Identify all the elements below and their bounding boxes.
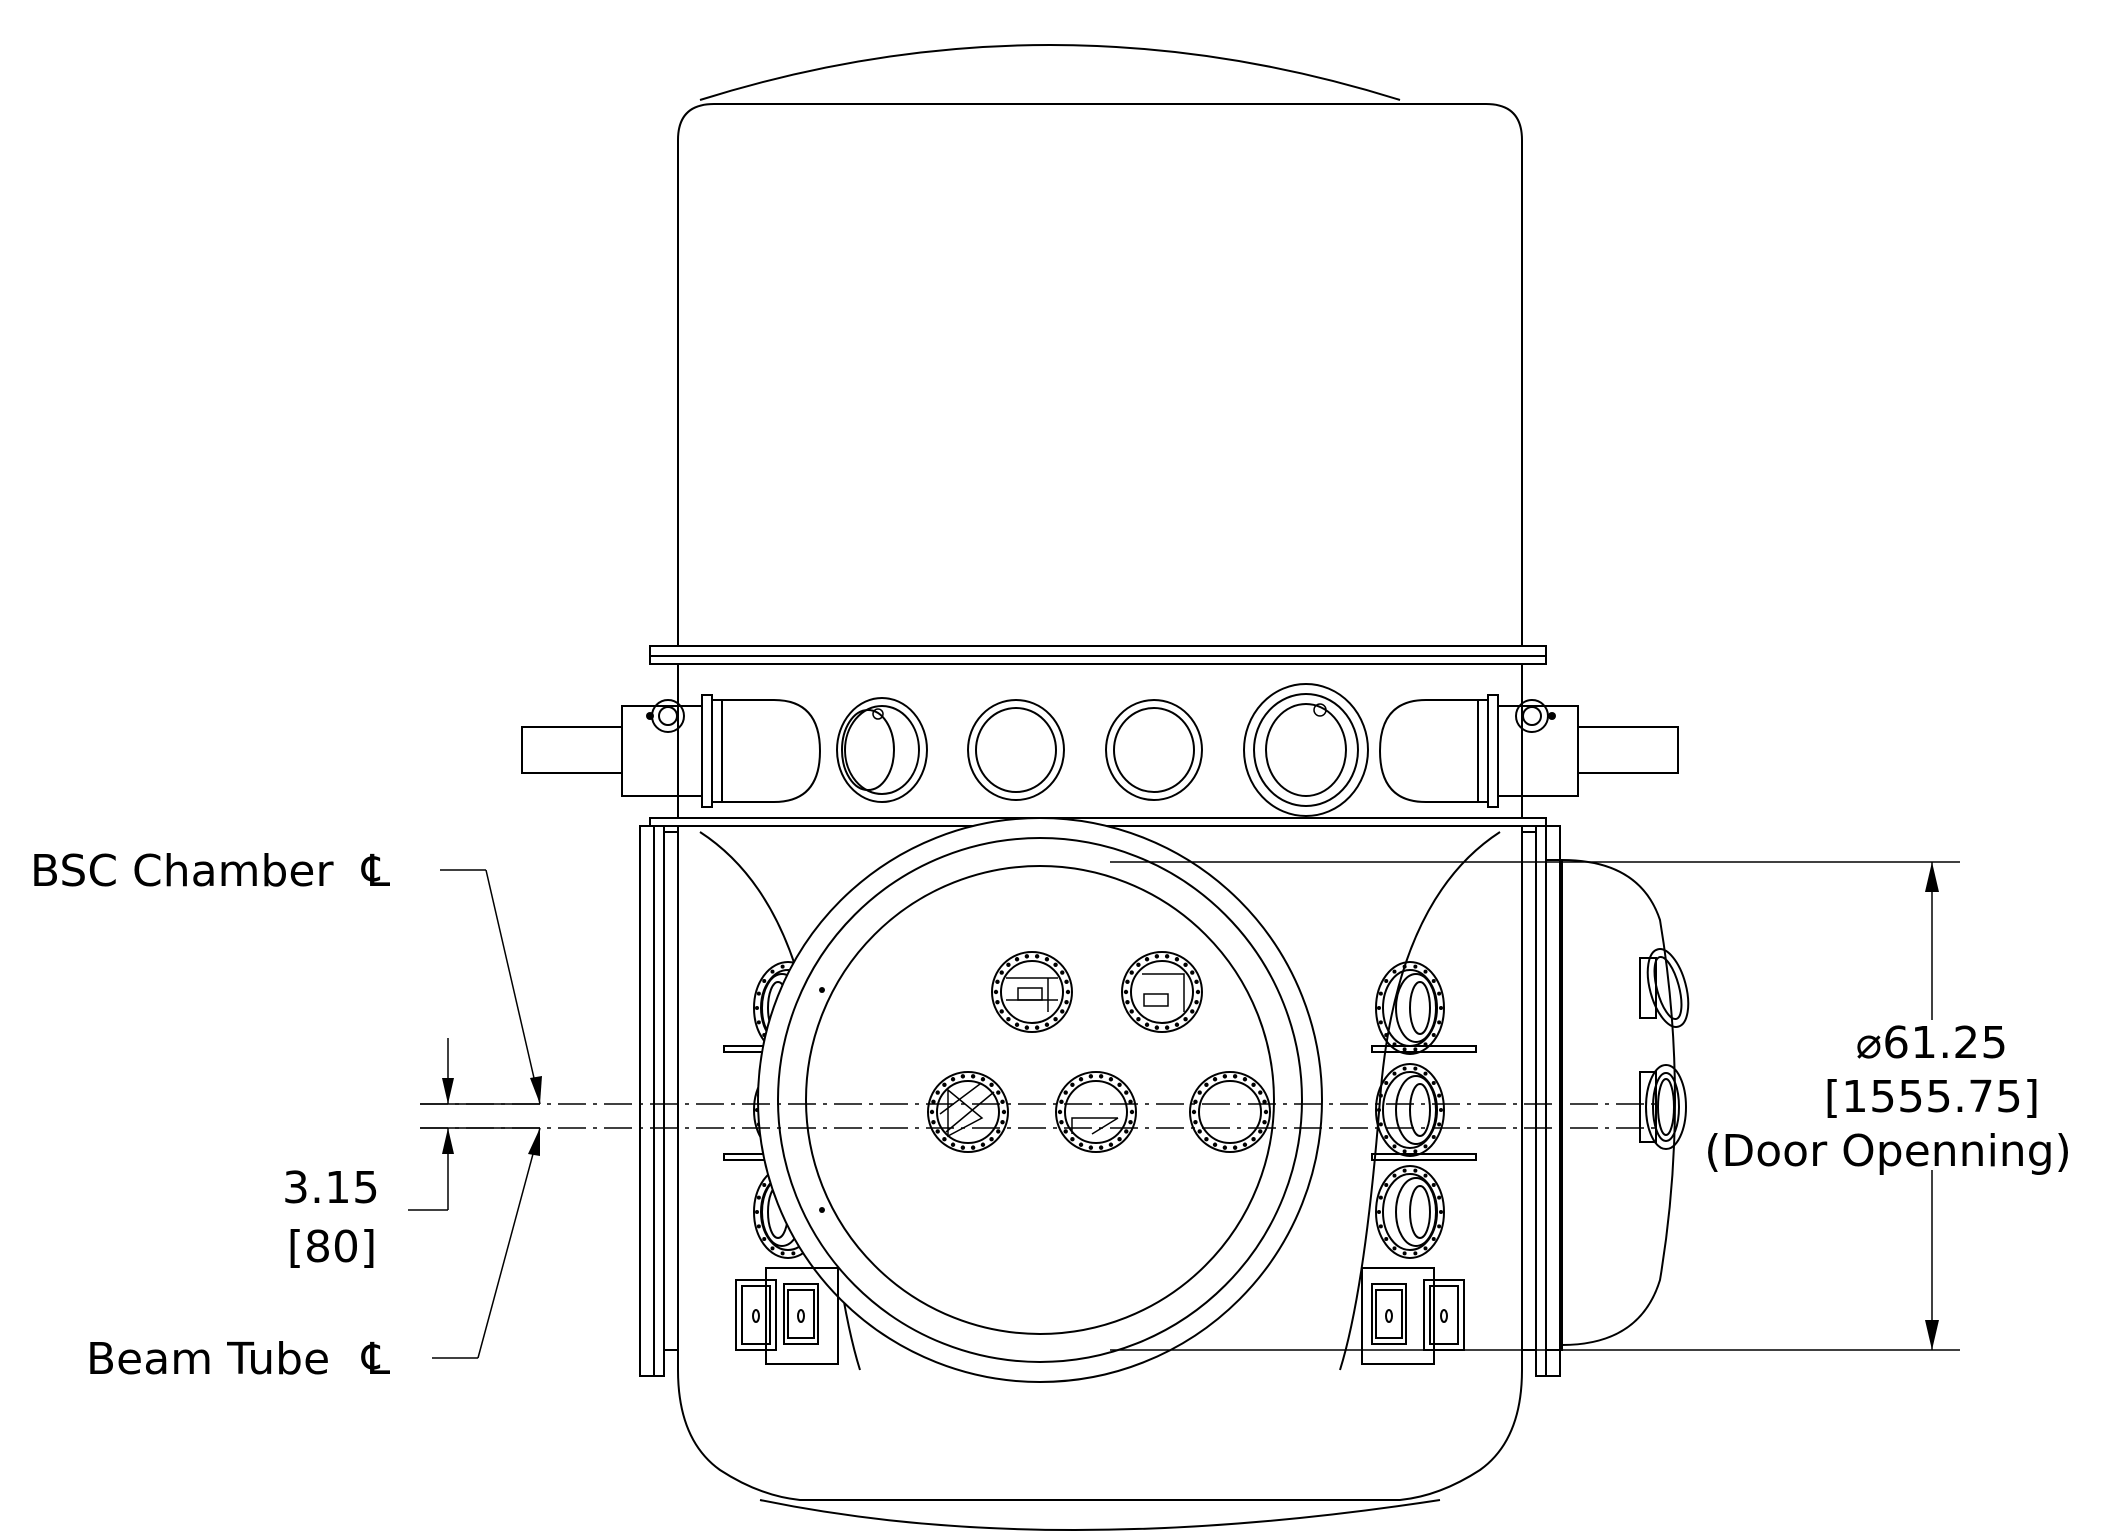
- bsc-chamber-callout: BSC Chamber ℄: [30, 846, 542, 1105]
- offset-dimension: 3.15 [80]: [282, 1038, 540, 1273]
- beam-tube-label: Beam Tube: [86, 1334, 330, 1385]
- door-port-top-left: [991, 951, 1073, 1033]
- beam-centerline-symbol: ℄: [361, 1334, 391, 1385]
- door-cap-port-upper: [1639, 948, 1690, 1028]
- door-viewports: [927, 951, 1271, 1153]
- bsc-centerline-symbol: ℄: [361, 846, 391, 897]
- beam-tube-callout: Beam Tube ℄: [86, 1127, 541, 1385]
- right-nozzle: [1378, 694, 1679, 808]
- upper-flange: [649, 645, 1547, 665]
- right-side-ports: [1375, 961, 1445, 1259]
- right-support-bracket: [1361, 1267, 1465, 1365]
- top-dome: [677, 44, 1523, 141]
- door-diameter-metric: [1555.75]: [1824, 1072, 2040, 1123]
- door-port-mid-left: [927, 1071, 1009, 1153]
- door-diameter-dimension: ⌀61.25 [1555.75] (Door Openning): [1110, 861, 2072, 1351]
- offset-metric: [80]: [287, 1222, 377, 1273]
- door-port-mid-center: [1055, 1071, 1137, 1153]
- right-port-middle: [1375, 1063, 1445, 1157]
- upper-viewport-4: [1243, 683, 1369, 817]
- upper-viewport-2: [967, 699, 1065, 801]
- bottom-dome: [677, 1369, 1523, 1531]
- upper-cylinder: [677, 140, 1523, 646]
- door-cap-port-lower: [1639, 1064, 1687, 1150]
- upper-viewport-3: [1105, 699, 1203, 801]
- door-port-top-right: [1121, 951, 1203, 1033]
- door-diameter-value: ⌀61.25: [1856, 1018, 2008, 1069]
- left-support-bracket: [735, 1267, 839, 1365]
- bsc-chamber-label: BSC Chamber: [30, 846, 334, 897]
- door-port-mid-right: [1189, 1071, 1271, 1153]
- center-lines: [420, 1103, 1660, 1129]
- right-port-lower: [1375, 1165, 1445, 1259]
- offset-value: 3.15: [282, 1163, 380, 1214]
- left-nozzle: [521, 694, 822, 808]
- upper-viewport-1: [836, 697, 928, 803]
- right-port-upper: [1375, 961, 1445, 1055]
- side-door-cap: [1545, 859, 1690, 1351]
- lower-chamber: [639, 825, 1561, 1377]
- door-opening-note: (Door Openning): [1704, 1126, 2072, 1177]
